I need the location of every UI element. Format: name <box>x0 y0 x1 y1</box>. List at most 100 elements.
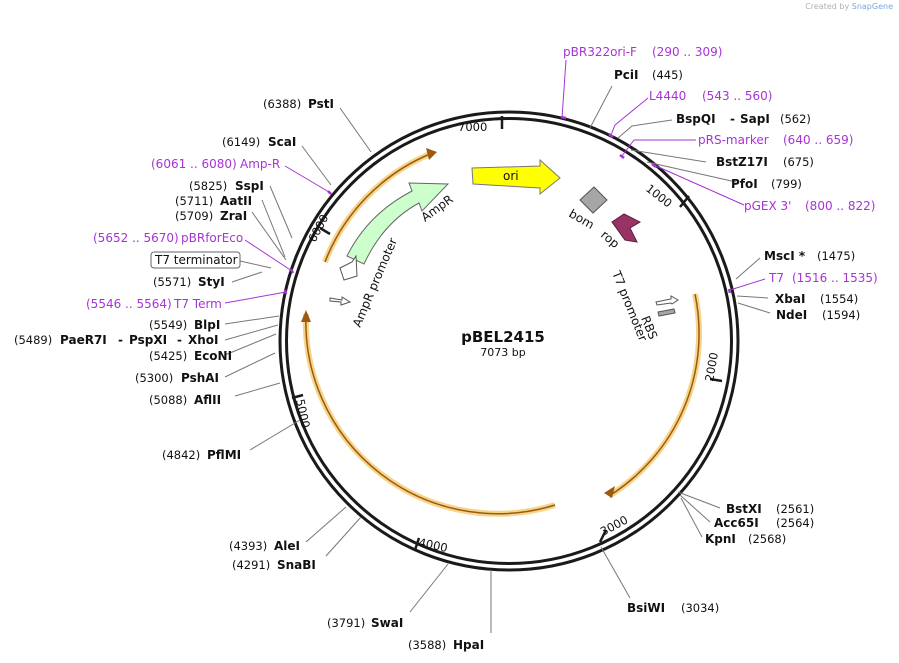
leader-pflmi <box>249 419 301 451</box>
enzyme-aflii-name: AflII <box>194 393 221 407</box>
leader-psti <box>339 107 372 153</box>
enzyme-aatii-name: AatII <box>220 194 252 208</box>
primer-mark-l4440 <box>608 133 614 138</box>
enzyme-pspxi-name: PspXI <box>129 333 167 347</box>
backbone-ticks <box>291 116 723 551</box>
credit-brand: SnapGene <box>851 2 893 11</box>
tick-label-4000: 4000 <box>417 535 449 555</box>
enzyme-bsiwi-pos: (3034) <box>681 601 719 615</box>
leader-aflii <box>234 382 281 397</box>
orf-arc-top-glow <box>322 151 432 264</box>
primer-labels: pBR322ori-F (290 .. 309) L4440 (543 .. 5… <box>86 45 878 311</box>
primer-l4440-name: L4440 <box>649 89 686 103</box>
primer-ampr-name: Amp-R <box>240 157 280 171</box>
leader-bstz17i <box>630 149 707 163</box>
enzyme-scai-pos: (6149) <box>222 135 260 149</box>
enzyme-scai-name: ScaI <box>268 135 296 149</box>
ori-label: ori <box>503 169 519 183</box>
leader-t7 <box>729 278 766 291</box>
enzyme-psti-pos: (6388) <box>263 97 301 111</box>
orf-arc-bottom <box>305 313 556 515</box>
enzyme-bstxi-name: BstXI <box>726 502 762 516</box>
features: ori bom rop AmpR AmpR promoter T7 promot… <box>329 158 679 343</box>
primer-ampr-range: (6061 .. 6080) <box>151 157 237 171</box>
leader-pgex3 <box>653 164 745 206</box>
leader-t7-terminator <box>239 260 272 269</box>
leader-blpi <box>224 315 280 325</box>
primer-pbrforeco-name: pBRforEco <box>181 231 243 245</box>
enzyme-sapi-name: SapI <box>740 112 770 126</box>
enzyme-bstxi-pos: (2561) <box>776 502 814 516</box>
leader-bstxi <box>677 491 721 509</box>
leader-ndei <box>737 302 771 314</box>
leader-xbai <box>736 295 769 299</box>
enzyme-econi-name: EcoNI <box>194 349 232 363</box>
leader-prs <box>621 139 696 157</box>
leader-alei <box>305 506 347 543</box>
primer-t7-range: (1516 .. 1535) <box>792 271 878 285</box>
orf-arcs <box>301 148 703 517</box>
ori-feature <box>471 158 561 196</box>
leader-paer7i <box>224 324 279 341</box>
ampr-promoter-small-arrow <box>329 296 352 306</box>
tick-mark-5000 <box>291 393 304 400</box>
enzyme-ndei-pos: (1594) <box>822 308 860 322</box>
enzyme-labels-right: PciI (445) BspQI - SapI (562) BstZ17I (6… <box>614 68 860 615</box>
enzyme-acc65i-name: Acc65I <box>714 516 759 530</box>
leader-swai <box>409 563 449 613</box>
enzyme-paer7i-name: PaeR7I <box>60 333 107 347</box>
primer-t7-name: T7 <box>768 271 784 285</box>
enzyme-msci-name: MscI * <box>764 249 806 263</box>
enzyme-pfoi-pos: (799) <box>771 177 802 191</box>
enzyme-zrai-pos: (5709) <box>175 209 213 223</box>
leader-aatii <box>261 199 286 258</box>
t7-terminator-box <box>150 251 241 269</box>
primer-pgex3-range: (800 .. 822) <box>805 199 875 213</box>
rbs-feature <box>657 308 676 317</box>
enzyme-acc65i-pos: (2564) <box>776 516 814 530</box>
leader-bsiwi <box>600 546 631 599</box>
primer-prs-range: (640 .. 659) <box>783 133 853 147</box>
enzyme-xhoi-name: XhoI <box>188 333 219 347</box>
enzyme-pcii-pos: (445) <box>652 68 683 82</box>
enzyme-styi-name: StyI <box>198 275 225 289</box>
enzyme-blpi-name: BlpI <box>194 318 220 332</box>
enzyme-sapi-pos: (562) <box>780 112 811 126</box>
enzyme-pflmi-name: PflMI <box>207 448 241 462</box>
backbone-inner <box>285 117 733 565</box>
enzyme-alei-pos: (4393) <box>229 539 267 553</box>
enzyme-aflii-pos: (5088) <box>149 393 187 407</box>
tick-label-3000: 3000 <box>598 513 630 539</box>
enzyme-bsiwi-name: BsiWI <box>627 601 665 615</box>
enzyme-sspi-name: SspI <box>235 179 264 193</box>
enzyme-sspi-pos: (5825) <box>189 179 227 193</box>
enzyme-zrai-name: ZraI <box>220 209 247 223</box>
enzyme-hpai-name: HpaI <box>453 638 484 652</box>
primer-prs-name: pRS-marker <box>698 133 769 147</box>
leader-snabi <box>325 516 362 557</box>
enzyme-ndei-name: NdeI <box>776 308 807 322</box>
t7-promoter-feature <box>655 295 679 306</box>
enzyme-dash-1: - <box>730 112 735 126</box>
plasmid-length: 7073 bp <box>480 346 525 359</box>
t7-terminator-label: T7 terminator <box>154 253 238 267</box>
leader-pbr322ori <box>561 59 567 119</box>
ampr-promoter-feature <box>339 254 358 281</box>
leader-bspqi <box>617 119 673 139</box>
enzyme-msci-pos: (1475) <box>817 249 855 263</box>
enzyme-dash-3: - <box>177 333 182 347</box>
enzyme-econi-pos: (5425) <box>149 349 187 363</box>
enzyme-leader-lines <box>224 85 771 633</box>
tick-label-2000: 2000 <box>702 351 721 382</box>
primer-pbrforeco-range: (5652 .. 5670) <box>93 231 179 245</box>
tick-label-7000: 7000 <box>458 120 487 134</box>
leader-ampr-primer <box>284 165 330 193</box>
enzyme-xbai-pos: (1554) <box>820 292 858 306</box>
enzyme-pfoi-name: PfoI <box>731 177 758 191</box>
leader-pbrforeco <box>244 239 293 272</box>
leader-pshai <box>224 352 276 378</box>
primer-t7term-range: (5546 .. 5564) <box>86 297 172 311</box>
enzyme-kpni-pos: (2568) <box>748 532 786 546</box>
leader-econi <box>224 333 277 356</box>
